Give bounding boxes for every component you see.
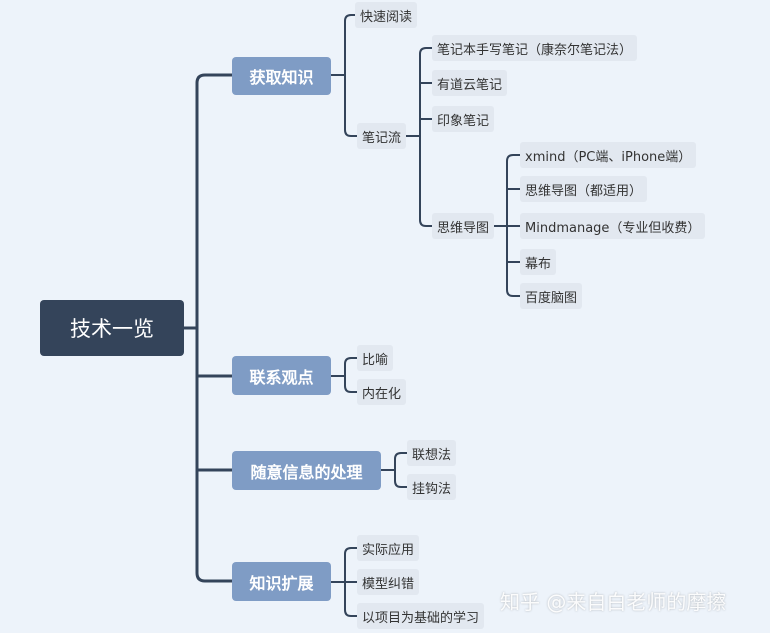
root-topic[interactable]: 技术一览	[40, 300, 184, 356]
branch-connect-views[interactable]: 联系观点	[232, 356, 331, 395]
watermark: 知乎 @来自白老师的摩擦	[500, 590, 727, 614]
branch-acquire-knowledge[interactable]: 获取知识	[232, 57, 331, 95]
leaf-note[interactable]: 印象笔记	[432, 106, 495, 132]
leaf-mindmap-tool[interactable]: Mindmanage（专业但收费）	[520, 213, 706, 239]
branch-label: 联系观点	[249, 367, 314, 387]
leaf-extend[interactable]: 以项目为基础的学习	[357, 603, 485, 629]
root-topic-label: 技术一览	[70, 317, 154, 341]
leaf-random-info[interactable]: 挂钩法	[407, 474, 457, 500]
leaf-mindmap-tool[interactable]: 思维导图（都适用）	[520, 176, 648, 202]
leaf-note[interactable]: 有道云笔记	[432, 70, 508, 96]
leaf-mindmap-tool[interactable]: xmind（PC端、iPhone端）	[520, 142, 697, 168]
leaf-mindmap-tool[interactable]: 幕布	[520, 249, 557, 275]
branch-label: 随意信息的处理	[250, 462, 363, 482]
leaf-note-mindmap[interactable]: 思维导图	[432, 213, 495, 239]
branch-label: 知识扩展	[249, 573, 314, 593]
leaf-random-info[interactable]: 联想法	[407, 440, 457, 466]
branch-random-info[interactable]: 随意信息的处理	[232, 451, 381, 490]
leaf-connect[interactable]: 内在化	[357, 379, 407, 405]
leaf-fast-read[interactable]: 快速阅读	[355, 2, 418, 28]
leaf-extend[interactable]: 实际应用	[357, 535, 420, 561]
branch-knowledge-extend[interactable]: 知识扩展	[232, 562, 331, 601]
leaf-connect[interactable]: 比喻	[357, 345, 394, 371]
leaf-notes-flow[interactable]: 笔记流	[357, 123, 407, 149]
branch-label: 获取知识	[249, 68, 314, 87]
leaf-extend[interactable]: 模型纠错	[357, 569, 420, 595]
leaf-mindmap-tool[interactable]: 百度脑图	[520, 283, 583, 309]
leaf-note[interactable]: 笔记本手写笔记（康奈尔笔记法）	[432, 35, 638, 61]
